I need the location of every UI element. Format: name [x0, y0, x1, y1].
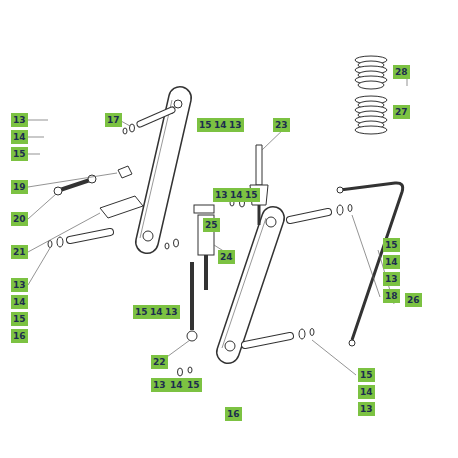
callout-number: 13: [227, 118, 244, 132]
callout-number: 17: [105, 113, 122, 127]
callout-number: 14: [358, 385, 375, 399]
callout-text: 27: [395, 105, 408, 119]
callout-number: 19: [11, 180, 28, 194]
callout-text: 15: [13, 312, 26, 326]
callout-text: 20: [13, 212, 26, 226]
callout-number: 24: [218, 250, 235, 264]
callout-number: 27: [393, 105, 410, 119]
callout-text: 18: [385, 289, 398, 303]
callout-text: 19: [13, 180, 26, 194]
callout-number: 14: [168, 378, 185, 392]
callout-text: 14: [170, 378, 183, 392]
callout-number: 14: [383, 255, 400, 269]
callout-text: 13: [13, 278, 26, 292]
callout-number: 16: [11, 329, 28, 343]
callout-number: 13: [151, 378, 168, 392]
callout-text: 13: [360, 402, 373, 416]
callout-text: 28: [395, 65, 408, 79]
callout-text: 14: [385, 255, 398, 269]
callout-text: 17: [107, 113, 120, 127]
callout-text: 15: [385, 238, 398, 252]
callout-number: 14: [11, 130, 28, 144]
callout-text: 13: [13, 113, 26, 127]
callout-number: 15: [243, 188, 260, 202]
callout-text: 14: [360, 385, 373, 399]
callout-text: 16: [227, 407, 240, 421]
callout-number: 13: [11, 113, 28, 127]
callout-number: 16: [225, 407, 242, 421]
callout-number: 13: [358, 402, 375, 416]
callout-text: 13: [229, 118, 242, 132]
callout-number: 25: [203, 218, 220, 232]
callout-number: 15: [185, 378, 202, 392]
callout-number: 15: [383, 238, 400, 252]
callout-number: 28: [393, 65, 410, 79]
callout-text: 24: [220, 250, 233, 264]
callout-number: 15: [11, 147, 28, 161]
callout-text: 15: [13, 147, 26, 161]
callout-text: 13: [165, 305, 178, 319]
callout-text: 15: [245, 188, 258, 202]
callout-text: 13: [153, 378, 166, 392]
callout-text: 15: [199, 118, 212, 132]
callout-number: 21: [11, 245, 28, 259]
callout-text: 14: [214, 118, 227, 132]
callout-text: 14: [230, 188, 243, 202]
callout-text: 13: [385, 272, 398, 286]
callout-text: 15: [187, 378, 200, 392]
callout-text: 15: [135, 305, 148, 319]
callout-number: 13: [163, 305, 180, 319]
callout-number: 14: [11, 295, 28, 309]
callout-text: 23: [275, 118, 288, 132]
callout-text: 15: [360, 368, 373, 382]
callout-text: 16: [13, 329, 26, 343]
callout-text: 14: [150, 305, 163, 319]
callout-number: 23: [273, 118, 290, 132]
callout-number: 13: [383, 272, 400, 286]
callout-text: 14: [13, 295, 26, 309]
callout-text: 21: [13, 245, 26, 259]
callout-text: 26: [407, 293, 420, 307]
callout-number: 18: [383, 289, 400, 303]
callout-text: 14: [13, 130, 26, 144]
callout-number: 15: [11, 312, 28, 326]
callout-number: 15: [358, 368, 375, 382]
callout-number: 13: [11, 278, 28, 292]
callout-number: 22: [151, 355, 168, 369]
callout-number: 20: [11, 212, 28, 226]
callout-text: 22: [153, 355, 166, 369]
callout-number: 26: [405, 293, 422, 307]
callout-text: 25: [205, 218, 218, 232]
callout-text: 13: [215, 188, 228, 202]
